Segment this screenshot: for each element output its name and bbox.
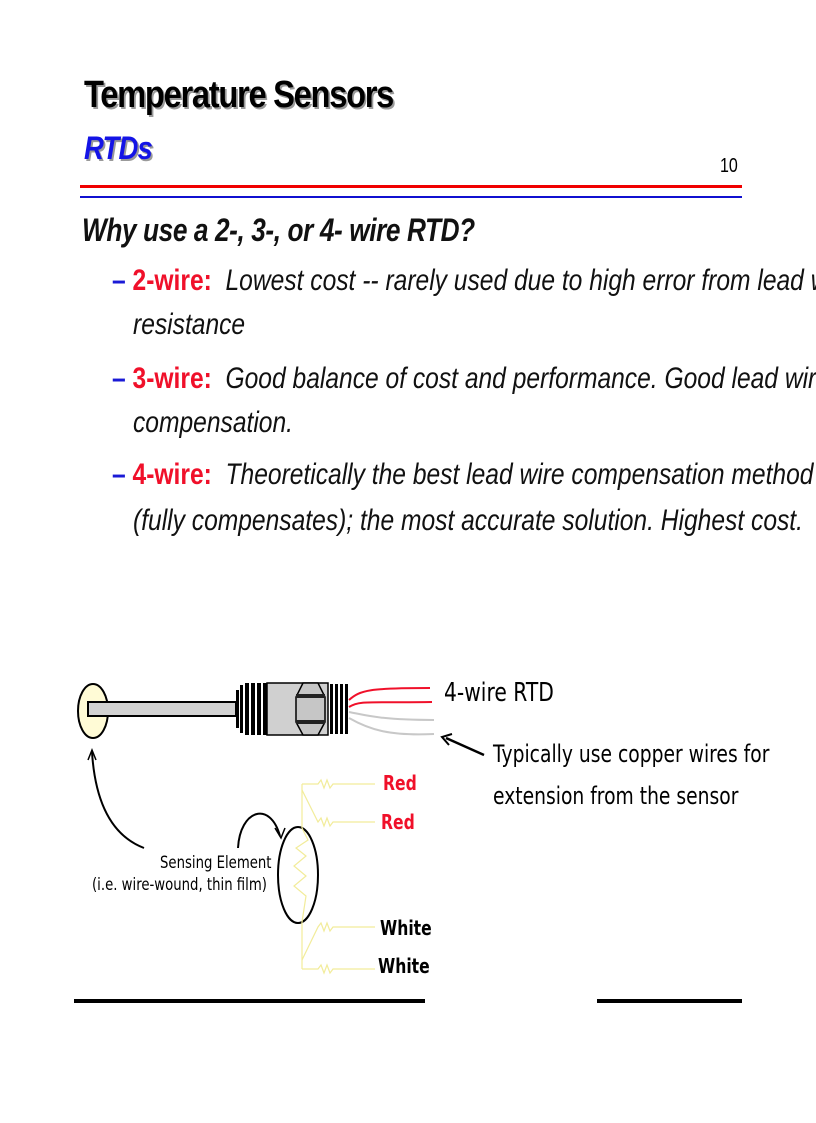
bullet-4-wire: – 4-wire: Theoretically the best lead wi…	[112, 460, 813, 490]
bullet-label: 3-wire:	[132, 362, 212, 395]
bullet-dash: –	[112, 458, 126, 491]
bullet-text: Good balance of cost and performance. Go…	[225, 362, 816, 395]
bullet-4-wire-cont: (fully compensates); the most accurate s…	[133, 504, 803, 537]
wire-label-red-1: Red	[383, 771, 417, 795]
bullet-2-wire: – 2-wire: Lowest cost -- rarely used due…	[112, 266, 816, 296]
footer-rule-left	[74, 999, 425, 1003]
bullet-3-wire-cont: compensation.	[133, 406, 294, 439]
page-number: 10	[720, 155, 738, 177]
lead-wires	[348, 687, 435, 736]
schematic-wires	[293, 778, 375, 975]
sensing-element-icon	[277, 826, 319, 924]
header-rule-red	[80, 185, 742, 188]
bullet-text: Lowest cost -- rarely used due to high e…	[225, 264, 816, 297]
bullet-2-wire-cont: resistance	[133, 308, 246, 341]
connector-icon	[236, 682, 348, 736]
wire-label-red-2: Red	[381, 810, 415, 834]
diagram-title: 4-wire RTD	[444, 678, 554, 708]
bullet-dash: –	[112, 264, 126, 297]
probe-sheath	[87, 701, 237, 717]
wire-label-white-2: White	[378, 954, 430, 978]
arrow-icon	[91, 751, 145, 849]
bullet-text: Theoretically the best lead wire compens…	[225, 458, 814, 491]
bullet-label: 2-wire:	[132, 264, 212, 297]
arrow-icon	[445, 736, 485, 757]
arrow-icon	[237, 812, 281, 849]
wire-label-white-1: White	[380, 916, 432, 940]
page-subtitle: RTDs	[84, 130, 153, 166]
bullet-dash: –	[112, 362, 126, 395]
sensing-element-label: Sensing Element	[160, 853, 272, 873]
header-rule-blue	[80, 196, 742, 198]
diagram-note-line-2: extension from the sensor	[493, 782, 739, 810]
footer-rule-right	[597, 999, 742, 1003]
bullet-3-wire: – 3-wire: Good balance of cost and perfo…	[112, 364, 816, 394]
sensing-element-sublabel: (i.e. wire-wound, thin film)	[92, 875, 267, 895]
page-title: Temperature Sensors	[84, 74, 394, 116]
diagram-note-line-1: Typically use copper wires for	[493, 740, 770, 768]
question-heading: Why use a 2-, 3-, or 4- wire RTD?	[82, 212, 475, 248]
bullet-label: 4-wire:	[132, 458, 212, 491]
